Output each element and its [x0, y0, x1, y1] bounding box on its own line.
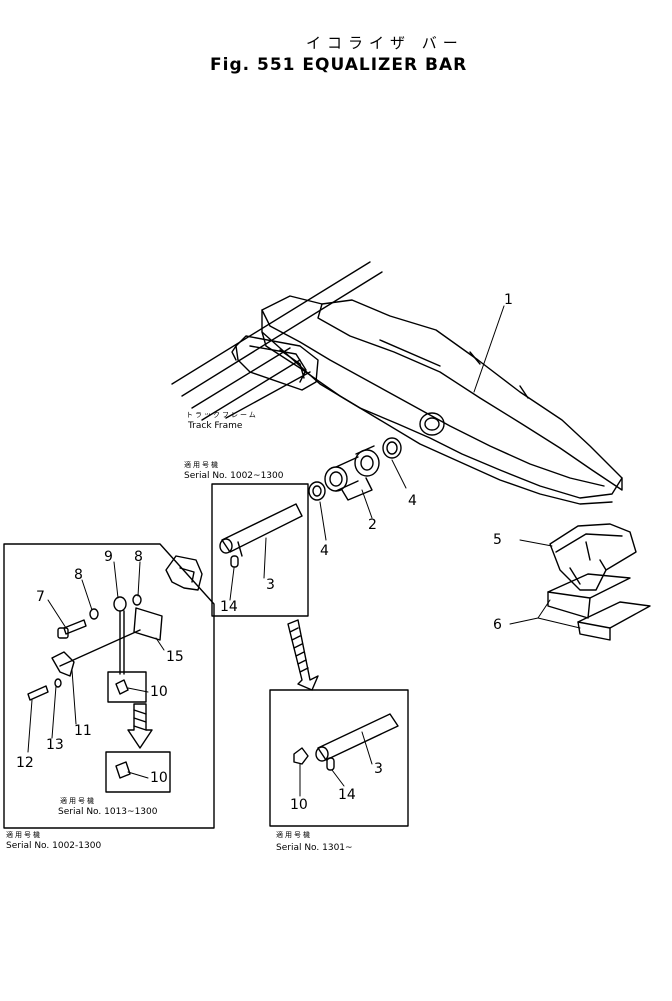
part-number-12: 12 [16, 755, 34, 771]
part-number-10: 10 [150, 684, 168, 700]
part-number-8: 8 [74, 567, 83, 583]
serial-inset-outer: Serial No. 1002-1300 [6, 841, 102, 851]
serial-right: Serial No. 1301~ [276, 843, 353, 853]
inset-left-details [27, 594, 171, 793]
inset-frame-right [269, 689, 409, 827]
part-number-11: 11 [74, 723, 92, 739]
applicable-label-inset-inner: 適用号機 [60, 797, 96, 805]
bushings [308, 437, 402, 501]
part-number-8: 8 [134, 549, 143, 565]
applicable-label-right: 適用号機 [276, 831, 312, 839]
part-number-14: 14 [338, 787, 356, 803]
part-number-6: 6 [493, 617, 502, 633]
part-number-15: 15 [166, 649, 184, 665]
inset-frame-left [3, 543, 215, 829]
arrow-down-main [287, 619, 319, 691]
title-japanese: イコライザ バー [306, 34, 464, 52]
track-frame-label-japanese: トラックフレーム [186, 411, 258, 419]
leader-lines [27, 305, 581, 797]
applicable-label-inset-outer: 適用号機 [6, 831, 42, 839]
part-number-7: 7 [36, 589, 45, 605]
part-number-1: 1 [504, 292, 513, 308]
track-frame-label: Track Frame [188, 421, 243, 431]
bracket [165, 555, 203, 591]
page-title: Fig. 551 EQUALIZER BAR [210, 55, 468, 75]
pin-frame-main [211, 483, 309, 617]
part-number-4: 4 [408, 493, 417, 509]
part-number-10: 10 [150, 770, 168, 786]
part-number-14: 14 [220, 599, 238, 615]
part-number-4: 4 [320, 543, 329, 559]
equalizer-bar [231, 295, 623, 505]
part-number-9: 9 [104, 549, 113, 565]
serial-main: Serial No. 1002~1300 [184, 471, 284, 481]
track-frame-lines [171, 261, 383, 421]
part-number-2: 2 [368, 517, 377, 533]
applicable-label-main: 適用号機 [184, 461, 220, 469]
part-number-3: 3 [266, 577, 275, 593]
part-number-5: 5 [493, 532, 502, 548]
part-number-13: 13 [46, 737, 64, 753]
serial-inset-inner: Serial No. 1013~1300 [58, 807, 158, 817]
part-number-10: 10 [290, 797, 308, 813]
cap-part-5 [549, 523, 637, 591]
part-number-3: 3 [374, 761, 383, 777]
pads-part-6 [547, 573, 651, 641]
